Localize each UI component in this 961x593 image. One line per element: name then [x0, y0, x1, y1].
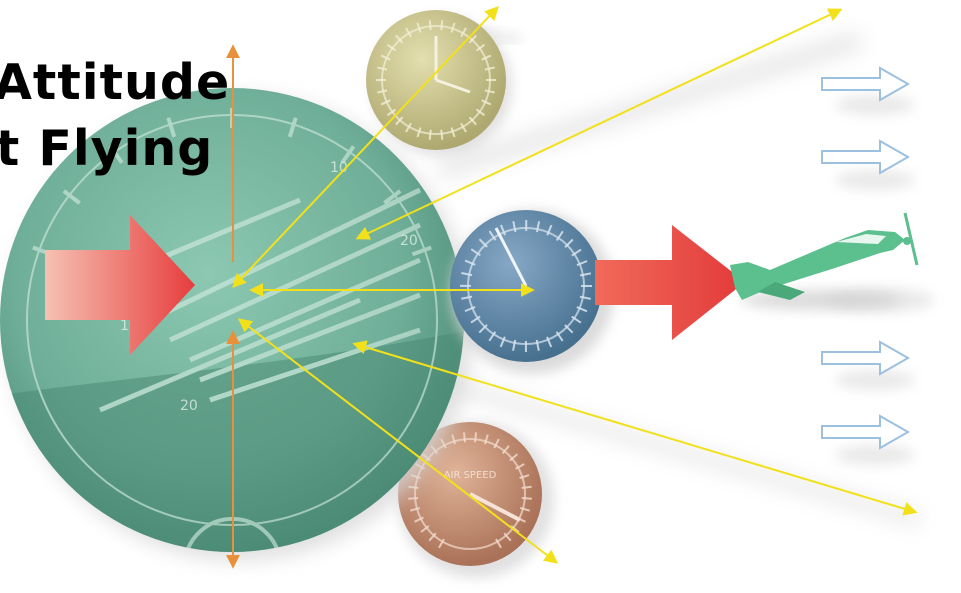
yellow-arrow-top-right [355, 8, 843, 240]
title-line-2: nt Flying [0, 120, 214, 177]
title-line-1: Attitude [0, 54, 231, 111]
heading-indicator-icon [450, 210, 614, 374]
red-arrow-icon-right [595, 225, 745, 340]
airspeed-dial-label: AIR SPEED [444, 470, 497, 481]
yellow-arrow-airspeed [237, 318, 559, 564]
outline-arrow-icon [821, 66, 911, 102]
red-arrow-icon [45, 215, 195, 355]
yellow-arrows [232, 5, 918, 564]
pitch-label-4: 20 [180, 398, 198, 414]
airplane-icon [730, 212, 919, 310]
outline-arrow-icon [821, 340, 911, 376]
outline-arrow-icon [821, 139, 911, 175]
outline-arrow-icon [821, 414, 911, 450]
pitch-label-2: 20 [400, 233, 418, 249]
